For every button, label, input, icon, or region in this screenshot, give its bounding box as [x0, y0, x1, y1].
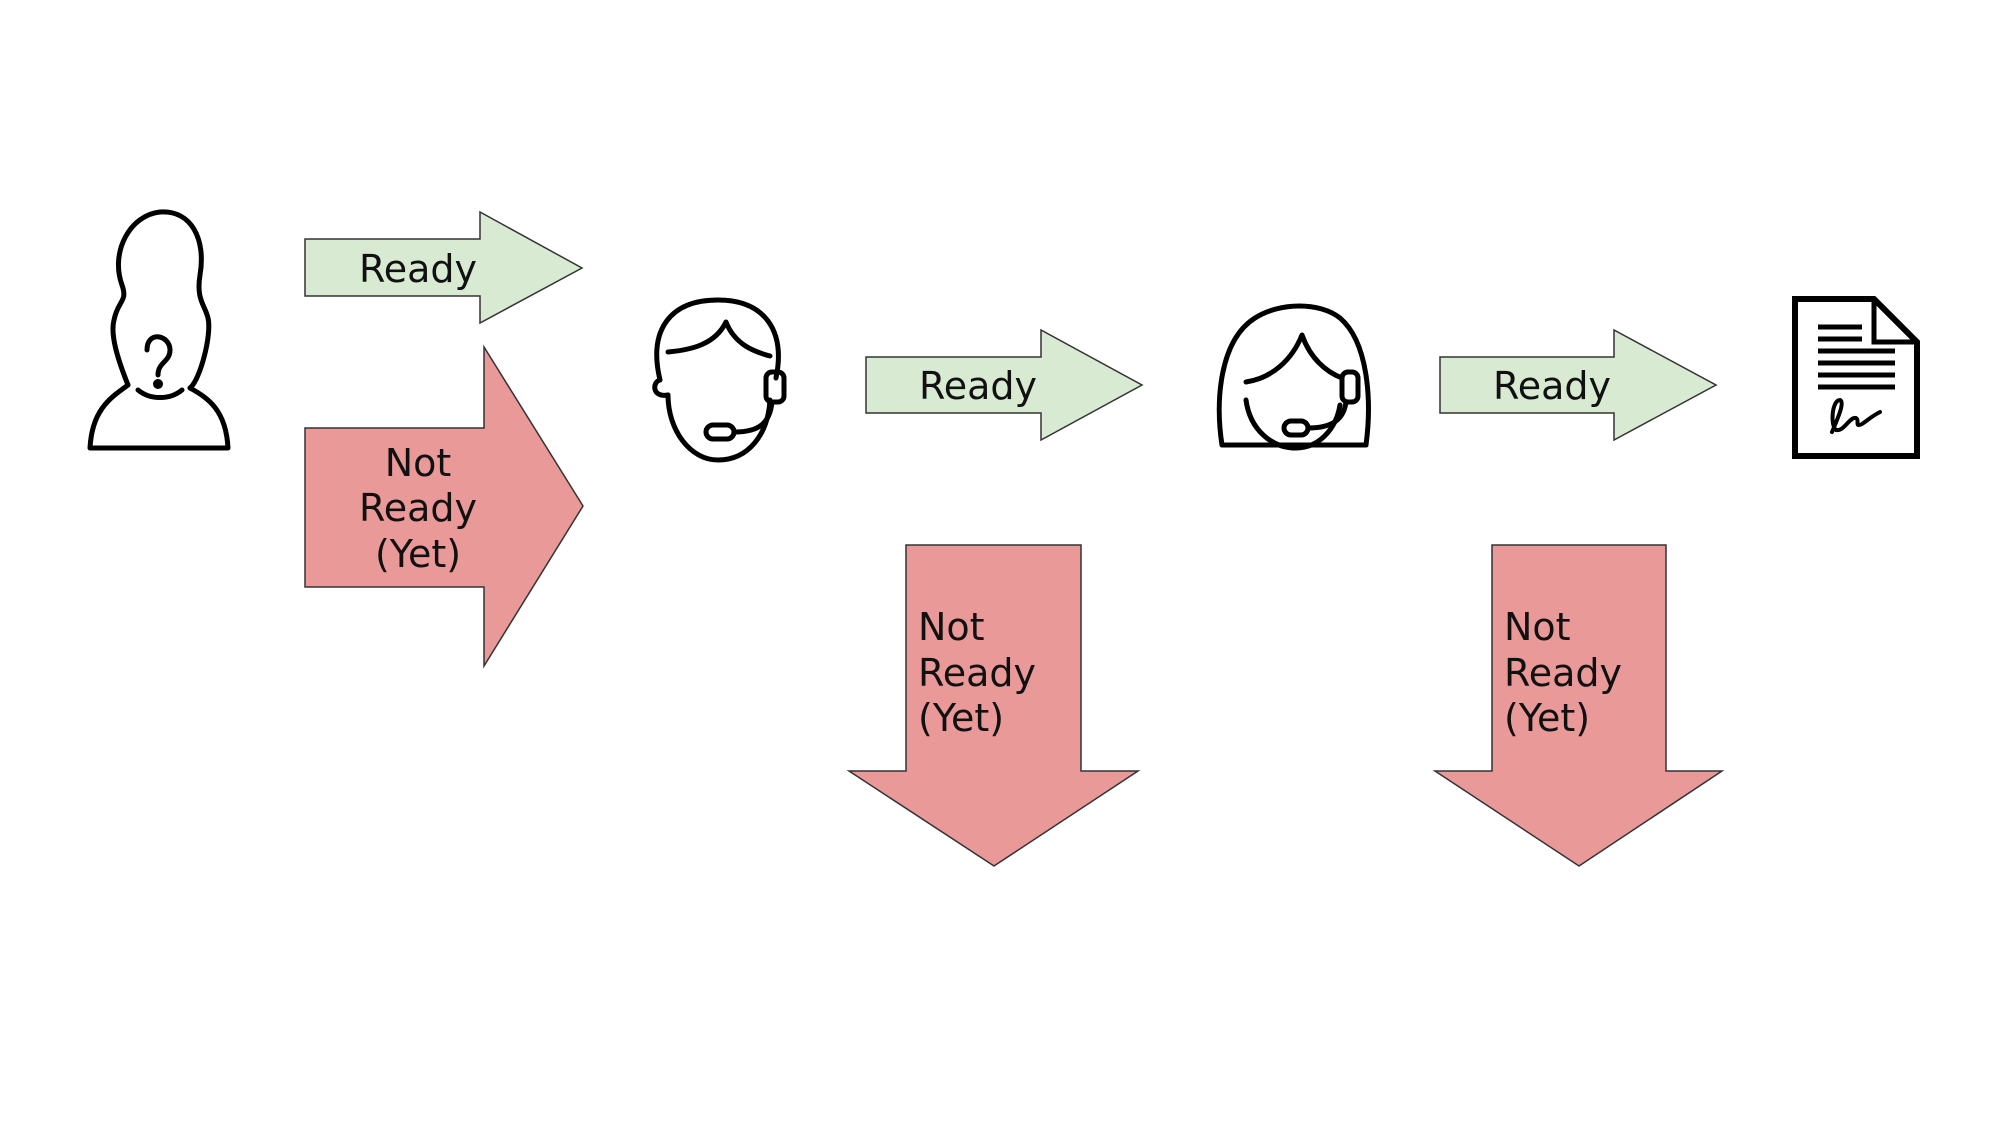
not-ready-arrow-2: Not Ready (Yet)	[846, 544, 1141, 867]
not-ready-arrow-3-line-1: Not	[1504, 605, 1571, 649]
not-ready-arrow-3-line-2: Ready	[1504, 651, 1622, 695]
not-ready-arrow-1-line-3: (Yet)	[375, 532, 461, 576]
ready-arrow-1-label: Ready	[359, 247, 477, 291]
not-ready-arrow-1-line-2: Ready	[359, 486, 477, 530]
not-ready-arrow-2-line-2: Ready	[918, 651, 1036, 695]
not-ready-arrow-3-line-3: (Yet)	[1504, 696, 1590, 740]
ready-arrow-2: Ready	[865, 328, 1144, 442]
unknown-person-icon	[87, 209, 231, 451]
not-ready-arrow-3: Not Ready (Yet)	[1432, 544, 1725, 867]
not-ready-arrow-1-line-1: Not	[385, 441, 452, 485]
not-ready-arrow-1: Not Ready (Yet)	[304, 344, 584, 669]
male-agent-headset-icon	[652, 297, 787, 463]
ready-arrow-1: Ready	[304, 210, 584, 325]
signed-document-icon	[1792, 296, 1920, 459]
female-agent-headset-icon	[1216, 303, 1371, 451]
not-ready-arrow-2-line-1: Not	[918, 605, 985, 649]
ready-arrow-3-label: Ready	[1493, 364, 1611, 408]
not-ready-arrow-2-line-3: (Yet)	[918, 696, 1004, 740]
ready-arrow-3: Ready	[1439, 328, 1718, 442]
ready-arrow-2-label: Ready	[919, 364, 1037, 408]
